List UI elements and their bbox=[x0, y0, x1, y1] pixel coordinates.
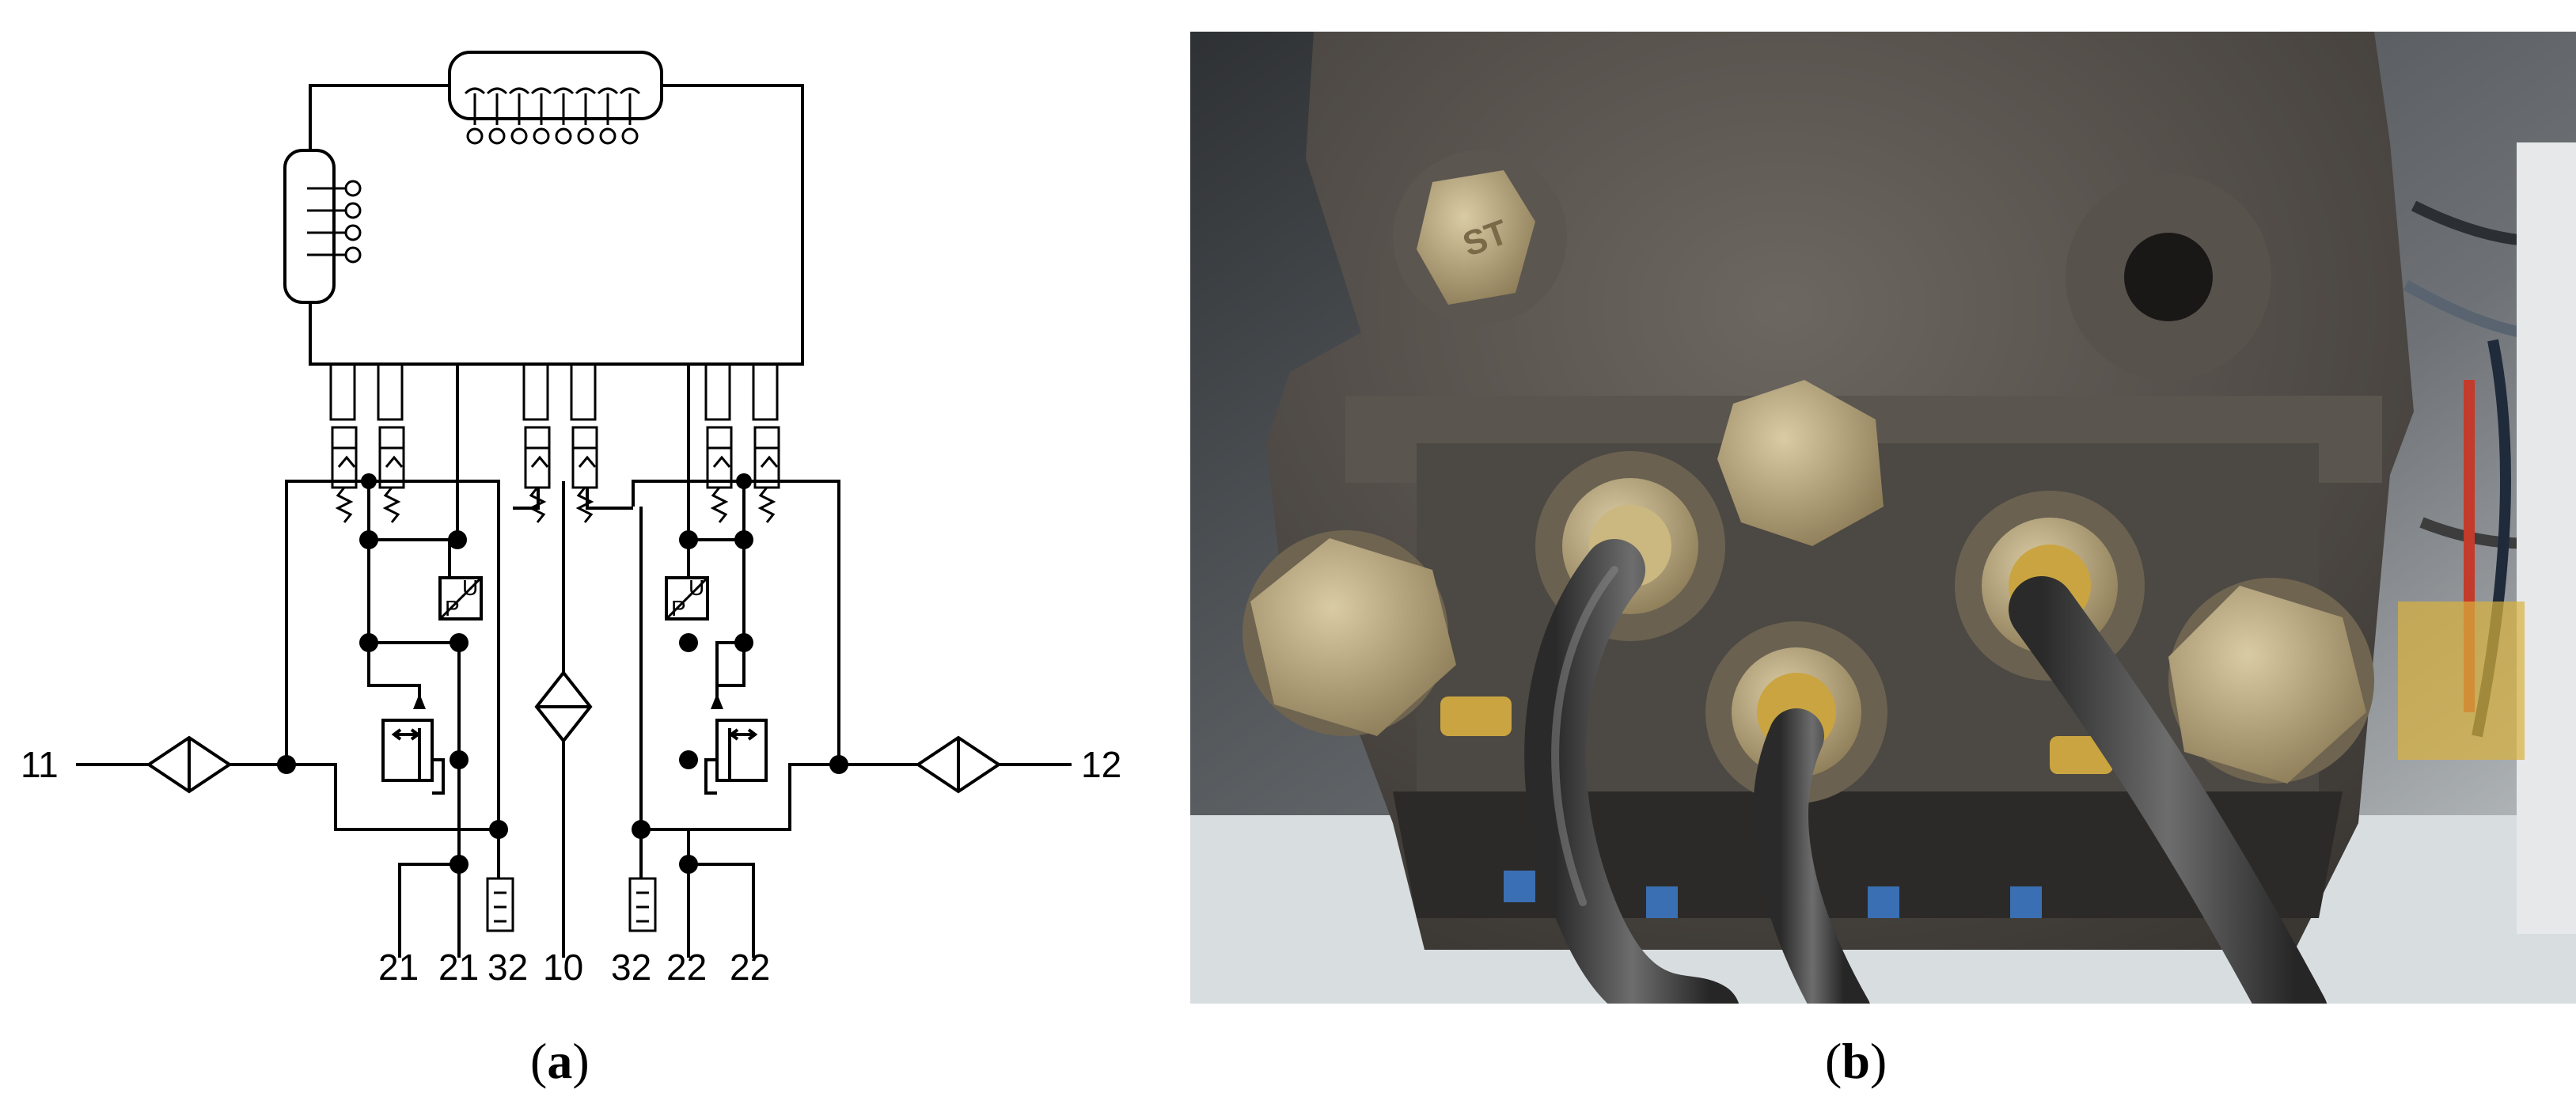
pressure-sensor-left-u: U bbox=[462, 575, 478, 600]
junction-nodes bbox=[277, 473, 848, 874]
hose-right bbox=[2009, 576, 2328, 1004]
silencer-right bbox=[628, 877, 657, 932]
pressure-sensor-left-p: P bbox=[445, 596, 460, 621]
port-label-21a: 21 bbox=[378, 947, 419, 988]
pressure-sensor-right-u: U bbox=[689, 575, 704, 600]
port-label-32a: 32 bbox=[488, 947, 528, 988]
mounting-bolt-head bbox=[1417, 170, 1535, 305]
relay-valve-right bbox=[715, 719, 768, 782]
arrows bbox=[413, 693, 723, 709]
side-connector-pins bbox=[307, 180, 362, 264]
pressure-sensors: P U P U bbox=[438, 575, 709, 621]
port-label-32b: 32 bbox=[611, 947, 651, 988]
port-label-10: 10 bbox=[543, 947, 583, 988]
filter-right bbox=[915, 735, 1002, 794]
valve-photo: ST bbox=[1190, 32, 2576, 1004]
silencer-left bbox=[486, 877, 514, 932]
side-connector bbox=[283, 149, 336, 304]
control-unit-box bbox=[309, 84, 804, 366]
hose-center bbox=[1753, 708, 1870, 1004]
caption-a: (a) bbox=[530, 1033, 590, 1089]
filter-left bbox=[146, 735, 233, 794]
solenoid-valves bbox=[329, 364, 780, 523]
left-plug bbox=[1250, 538, 1456, 736]
port-label-22b: 22 bbox=[730, 947, 770, 988]
center-bolt bbox=[1717, 380, 1884, 546]
air-hoses bbox=[1524, 539, 2328, 1004]
caption-b: (b) bbox=[1825, 1033, 1887, 1089]
filters bbox=[146, 670, 1002, 794]
port-label-12: 12 bbox=[1081, 744, 1121, 785]
relay-valve-left bbox=[381, 719, 434, 782]
blue-seals bbox=[1504, 871, 2042, 918]
silencers bbox=[486, 877, 657, 932]
port-label-11: 11 bbox=[21, 744, 59, 785]
filter-center bbox=[534, 670, 593, 744]
port-label-22a: 22 bbox=[666, 947, 707, 988]
port-label-21b: 21 bbox=[438, 947, 479, 988]
top-connector-pins bbox=[464, 87, 641, 145]
mounting-lug-hole bbox=[2124, 233, 2213, 321]
pressure-sensor-right-p: P bbox=[671, 596, 686, 621]
schematic-diagram: P U P U 11 12 21 2 bbox=[21, 51, 1121, 1089]
relay-valves bbox=[381, 719, 768, 795]
right-plug bbox=[2168, 586, 2366, 784]
